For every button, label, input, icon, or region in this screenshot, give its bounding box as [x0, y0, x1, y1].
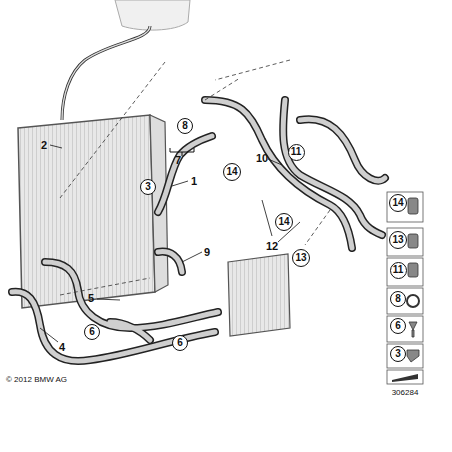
callout-circle: 13 [389, 231, 407, 249]
callout-number: 6 [89, 327, 95, 337]
callout-number: 14 [392, 198, 403, 208]
callout-number: 13 [392, 235, 403, 245]
callout-number: 6 [395, 321, 401, 331]
note-text: © 2012 BMW AG [6, 376, 67, 384]
callout-circle: 11 [288, 144, 305, 161]
callout-number: 9 [204, 247, 210, 258]
callout-circle: 6 [390, 318, 406, 334]
callout-number: 5 [88, 293, 94, 304]
callout-number: 11 [393, 265, 404, 275]
callout-number: 14 [278, 217, 289, 227]
callout-circle: 14 [223, 163, 241, 181]
callout-number: 10 [256, 153, 268, 164]
callout-circle: 3 [390, 346, 406, 362]
callout-circle: 8 [177, 118, 193, 134]
callout-number: 12 [266, 241, 278, 252]
note-text: 306284 [392, 389, 419, 397]
callout-number: 7 [175, 155, 181, 166]
callout-circle: 6 [84, 324, 100, 340]
callout-circle: 14 [389, 194, 407, 212]
callout-circle: 13 [292, 249, 310, 267]
callout-number: 3 [395, 349, 401, 359]
callout-number: 1 [191, 176, 197, 187]
callout-circle: 11 [390, 262, 407, 279]
callout-number: 13 [295, 253, 306, 263]
callout-circle: 3 [140, 179, 156, 195]
callout-number: 11 [291, 147, 302, 157]
callout-number: 6 [177, 338, 183, 348]
callout-number: 3 [145, 182, 151, 192]
callout-number: 8 [395, 294, 401, 304]
callout-circle: 8 [390, 291, 406, 307]
callout-number: 2 [41, 140, 47, 151]
callout-number: 4 [59, 342, 65, 353]
callout-number: 14 [226, 167, 237, 177]
callout-circle: 14 [275, 213, 293, 231]
callout-circle: 6 [172, 335, 188, 351]
callout-number: 8 [182, 121, 188, 131]
